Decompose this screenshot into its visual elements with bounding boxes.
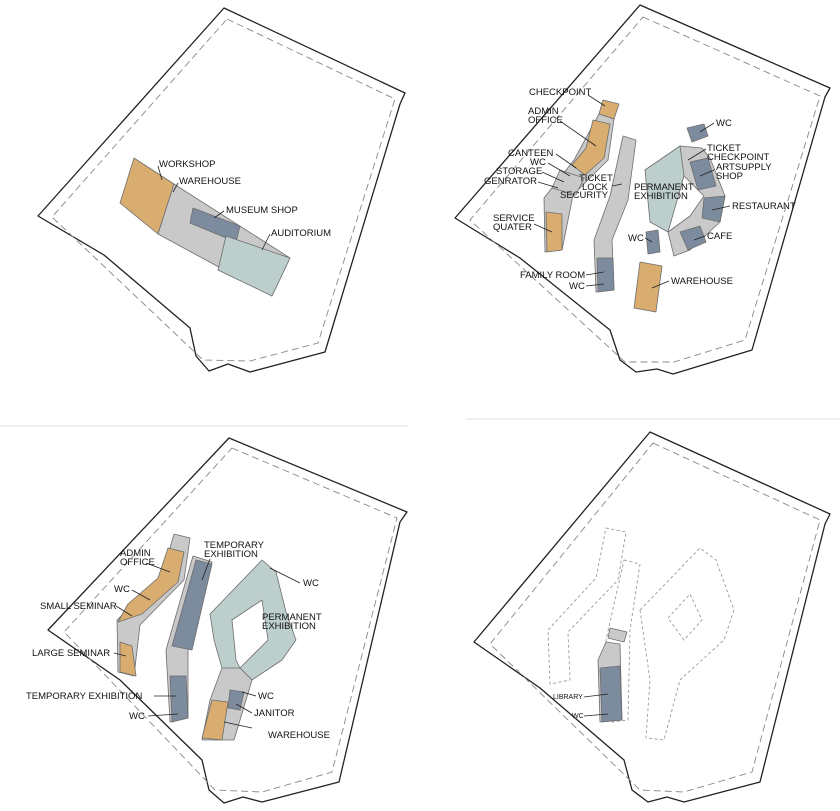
upper-room-block (607, 627, 628, 643)
setback-line (63, 447, 398, 793)
ghost-right-court (667, 593, 703, 641)
label-shop: SHOP (716, 171, 743, 182)
label-wc-3: WC (303, 578, 319, 589)
wc-mid-block (645, 229, 661, 255)
janitor-block (227, 689, 245, 711)
label-checkpoint: CHECKPOINT (529, 87, 591, 98)
label-wc-4: WC (258, 691, 274, 702)
site-boundary (37, 7, 406, 373)
temporary-exhibition-upper-block (171, 559, 213, 651)
label-wc-1: WC (530, 157, 546, 168)
label-auditorium: AUDITORIUM (271, 228, 331, 239)
label-workshop: WORKSHOP (159, 159, 215, 170)
label-wc-2: WC (569, 281, 585, 292)
ghost-left-wing (547, 527, 627, 685)
label-warehouse: WAREHOUSE (671, 276, 733, 287)
label-canteen: CANTEEN (508, 148, 554, 159)
admin-office-block (117, 547, 185, 623)
label-large-seminar: LARGE SEMINAR (32, 648, 110, 659)
label-admin: ADMIN (528, 106, 559, 117)
label-storage: STORAGE (496, 166, 542, 177)
label-wc-1: WC (114, 584, 130, 595)
label-permanent: PERMANENT (262, 612, 322, 623)
ghost-middle-wing (605, 559, 641, 723)
large-seminar-block (119, 641, 137, 677)
label-library: LIBRARY (553, 694, 583, 701)
label-wc: WC (572, 713, 584, 720)
label-lock: LOCK (582, 182, 609, 193)
label-museum-shop: MUSEUM SHOP (226, 205, 298, 216)
label-checkpoint-2: CHECKPOINT (707, 152, 769, 163)
cafe-block (679, 225, 707, 251)
label-cafe: CAFE (707, 231, 732, 242)
plan-3: ADMIN OFFICE WC SMALL SEMINAR LARGE SEMI… (26, 437, 408, 804)
label-wc-4: WC (628, 233, 644, 244)
label-janitor: JANITOR (254, 708, 295, 719)
setback-line (51, 18, 396, 362)
plan-2: CHECKPOINT ADMIN OFFICE CANTEEN WC STORA… (454, 4, 831, 375)
label-ticket-2: TICKET (707, 143, 741, 154)
label-family-room: FAMILY ROOM (520, 270, 585, 281)
service-block (551, 169, 585, 196)
label-office: OFFICE (120, 557, 155, 568)
label-warehouse: WAREHOUSE (268, 730, 330, 741)
family-room-block (596, 257, 615, 293)
label-temporary-exhibition: TEMPORARY EXHIBITION (26, 691, 142, 702)
site-boundary (473, 431, 831, 803)
ghost-right-wing (639, 547, 735, 741)
warehouse-block (633, 261, 663, 313)
site-boundary (454, 4, 831, 375)
label-wc-2: WC (129, 711, 145, 722)
admin-office-block (571, 119, 611, 176)
restaurant-block (701, 195, 726, 223)
label-warehouse: WAREHOUSE (179, 176, 241, 187)
label-exhibition-2: EXHIBITION (262, 621, 316, 632)
label-artsupply: ARTSUPPLY (716, 162, 772, 173)
label-service: SERVICE (493, 213, 535, 224)
label-office: OFFICE (528, 115, 563, 126)
label-small-seminar: SMALL SEMINAR (40, 601, 117, 612)
auditorium-block (217, 235, 291, 297)
warehouse-block (201, 699, 229, 741)
plan-1: WORKSHOP WAREHOUSE MUSEUM SHOP AUDITORIU… (37, 7, 406, 373)
artsupply-shop-block (689, 157, 717, 191)
service-quater-block (545, 211, 563, 253)
label-permanent: PERMANENT (634, 182, 694, 193)
label-ticket-1: TICKET (579, 173, 613, 184)
plan-4: LIBRARY WC (473, 431, 831, 803)
temporary-exhibition-lower-block (169, 675, 189, 723)
library-block (599, 665, 623, 723)
label-exhibition: EXHIBITION (634, 191, 688, 202)
label-genrator: GENRATOR (484, 176, 537, 187)
label-exhibition: EXHIBITION (204, 549, 258, 560)
setback-line (469, 16, 821, 363)
wc-top-block (686, 123, 709, 143)
label-restaurant: RESTAURANT (732, 201, 796, 212)
label-security: SECURITY (560, 190, 609, 201)
label-quater: QUATER (493, 222, 532, 233)
label-wc-3: WC (716, 118, 732, 129)
label-admin: ADMIN (120, 548, 151, 559)
label-temporary: TEMPORARY (204, 540, 265, 551)
